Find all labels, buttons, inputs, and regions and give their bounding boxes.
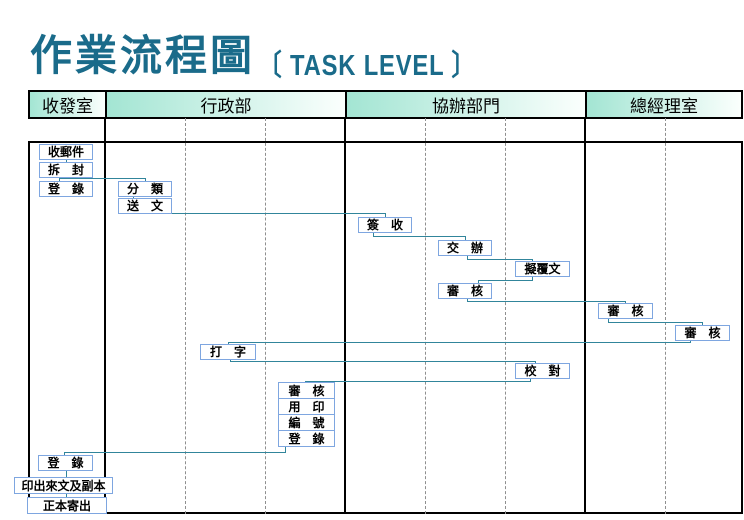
box-register-mailroom: 登 錄: [38, 455, 93, 471]
connector-segment: [160, 213, 386, 214]
connector-segment: [478, 280, 533, 281]
connector-segment: [467, 259, 533, 260]
connector-segment: [625, 301, 626, 304]
box-typing: 打 字: [200, 344, 256, 360]
sublane-divider: [665, 118, 666, 514]
box-review-gm-1: 審 核: [598, 303, 653, 319]
lane-header-label: 協辦部門: [432, 97, 500, 116]
connector-segment: [133, 196, 134, 199]
box-review-admin: 審 核: [278, 382, 335, 399]
connector-segment: [228, 342, 229, 345]
sublane-divider: [505, 118, 506, 514]
connector-segment: [478, 280, 479, 284]
connector-segment: [608, 318, 609, 323]
box-receive-mail: 收郵件: [39, 144, 93, 160]
connector-segment: [532, 276, 533, 281]
lane-header-coorganizer: 協辦部門: [345, 90, 587, 119]
box-sign-receipt: 簽 收: [358, 217, 412, 233]
connector-segment: [305, 381, 531, 382]
lane-divider: [104, 118, 106, 514]
connector-segment: [64, 452, 286, 453]
connector-segment: [467, 298, 468, 302]
connector-segment: [64, 452, 65, 456]
box-review-dept: 審 核: [438, 283, 492, 299]
connector-segment: [385, 213, 386, 218]
lane-header-gm-office: 總經理室: [585, 90, 743, 119]
box-register-admin: 登 錄: [278, 430, 335, 447]
box-mail-original: 正本寄出: [27, 497, 107, 514]
connector-segment: [66, 159, 67, 163]
connector-segment: [702, 322, 703, 326]
box-print-doc-copies: 印出來文及副本: [14, 477, 113, 494]
box-assign: 交 辦: [438, 240, 492, 256]
box-deliver-doc: 送 文: [118, 198, 172, 214]
box-register-in: 登 錄: [39, 181, 93, 197]
sublane-divider: [425, 118, 426, 514]
lane-header-admin: 行政部: [105, 90, 347, 119]
box-draft-reply: 擬覆文: [515, 261, 570, 277]
box-stamp-seal: 用 印: [278, 398, 335, 415]
lane-header-label: 總經理室: [630, 97, 698, 116]
connector-segment: [230, 359, 231, 362]
lane-header-label: 收發室: [42, 97, 93, 116]
connector-segment: [608, 322, 703, 323]
connector-segment: [532, 259, 533, 262]
connector-segment: [373, 236, 466, 237]
lane-divider: [584, 118, 586, 514]
box-proofread: 校 對: [515, 363, 570, 379]
box-review-gm-2: 審 核: [675, 325, 730, 341]
connector-segment: [373, 232, 374, 237]
connector-segment: [145, 178, 146, 182]
connector-segment: [285, 446, 286, 453]
connector-segment: [690, 340, 691, 343]
connector-segment: [228, 342, 691, 343]
sublane-divider: [265, 118, 266, 514]
lane-header-mailroom: 收發室: [28, 90, 107, 119]
connector-segment: [230, 361, 536, 362]
box-numbering: 編 號: [278, 414, 335, 431]
connector-segment: [467, 255, 468, 260]
page-title: 作業流程圖: [30, 31, 256, 80]
connector-segment: [66, 470, 67, 478]
box-open-mail: 拆 封: [39, 162, 93, 178]
connector-segment: [530, 378, 531, 382]
connector-segment: [66, 493, 67, 498]
lane-header-label: 行政部: [200, 97, 252, 116]
connector-segment: [465, 236, 466, 241]
sublane-divider: [185, 118, 186, 514]
connector-segment: [59, 178, 146, 179]
lane-divider: [344, 118, 346, 514]
box-classify: 分 類: [118, 181, 172, 197]
page-subtitle: 〔 TASK LEVEL 〕: [258, 50, 477, 82]
connector-segment: [467, 301, 626, 302]
connector-segment: [59, 177, 60, 182]
connector-segment: [535, 361, 536, 364]
